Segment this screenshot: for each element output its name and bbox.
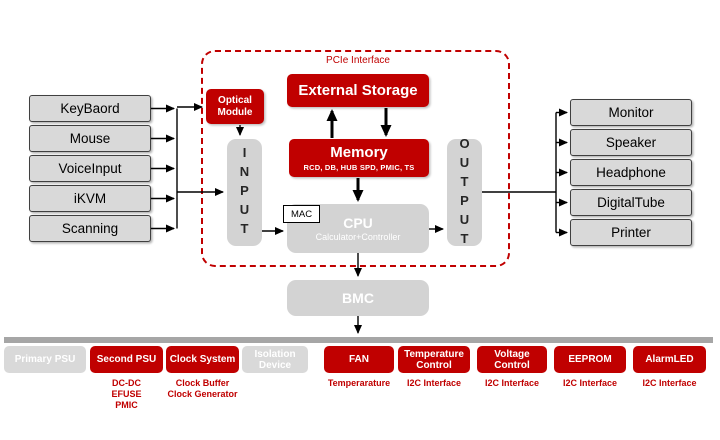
sublabel: I2C Interface: [562, 378, 618, 388]
temperature-control-sublabels: I2C Interface: [398, 378, 470, 389]
input-device-scanning: Scanning: [29, 215, 151, 242]
output-device-digitaltube: DigitalTube: [570, 189, 692, 216]
input-block: INPUT: [227, 139, 262, 246]
external-storage-block: External Storage: [287, 74, 429, 107]
output-device-monitor: Monitor: [570, 99, 692, 126]
input-device-voiceinput: VoiceInput: [29, 155, 151, 182]
bottom-box-clock-system: Clock System: [166, 346, 239, 373]
memory-block: Memory RCD, DB, HUB SPD, PMIC, TS: [289, 139, 429, 177]
sublabel: PMIC: [115, 400, 138, 410]
mac-block: MAC: [283, 205, 320, 223]
bottom-box-primary-psu: Primary PSU: [4, 346, 86, 373]
cpu-title: CPU: [343, 215, 373, 231]
sublabel: I2C Interface: [406, 378, 462, 388]
memory-title: Memory: [330, 144, 388, 161]
sublabel: I2C Interface: [642, 378, 697, 388]
eeprom-sublabels: I2C Interface: [554, 378, 626, 389]
sublabel: I2C Interface: [484, 378, 540, 388]
bottom-box-temperature-control: Temperature Control: [398, 346, 470, 373]
input-device-mouse: Mouse: [29, 125, 151, 152]
voltage-control-sublabels: I2C Interface: [476, 378, 548, 389]
optical-module-block: Optical Module: [206, 89, 264, 124]
bottom-box-alarmled: AlarmLED: [633, 346, 706, 373]
second-psu-sublabels: DC-DC EFUSE PMIC: [90, 378, 163, 411]
bottom-bus-bar: [4, 337, 713, 343]
bottom-box-fan: FAN: [324, 346, 394, 373]
sublabel: EFUSE: [111, 389, 142, 399]
memory-subtitle: RCD, DB, HUB SPD, PMIC, TS: [303, 163, 415, 172]
pcie-domain-frame: [201, 50, 510, 267]
bottom-box-eeprom: EEPROM: [554, 346, 626, 373]
sublabel: DC-DC: [112, 378, 141, 388]
output-device-headphone: Headphone: [570, 159, 692, 186]
input-device-ikvm: iKVM: [29, 185, 151, 212]
sublabel: Clock Buffer: [175, 378, 230, 388]
alarmled-sublabels: I2C Interface: [633, 378, 706, 389]
sublabel: Clock Generator: [167, 389, 238, 399]
clock-system-sublabels: Clock Buffer Clock Generator: [156, 378, 249, 400]
pcie-interface-label: PCIe Interface: [326, 55, 390, 66]
input-device-keyboard: KeyBaord: [29, 95, 151, 122]
bottom-box-second-psu: Second PSU: [90, 346, 163, 373]
cpu-subtitle: Calculator+Controller: [315, 232, 401, 242]
sublabel: Temperarature: [327, 378, 391, 388]
output-device-printer: Printer: [570, 219, 692, 246]
output-device-speaker: Speaker: [570, 129, 692, 156]
bottom-box-isolation-device: Isolation Device: [242, 346, 308, 373]
bmc-block: BMC: [287, 280, 429, 316]
fan-sublabels: Temperarature: [320, 378, 398, 389]
bottom-box-voltage-control: Voltage Control: [477, 346, 547, 373]
cpu-block: CPU Calculator+Controller: [287, 204, 429, 253]
output-block: OUTPUT: [447, 136, 482, 250]
